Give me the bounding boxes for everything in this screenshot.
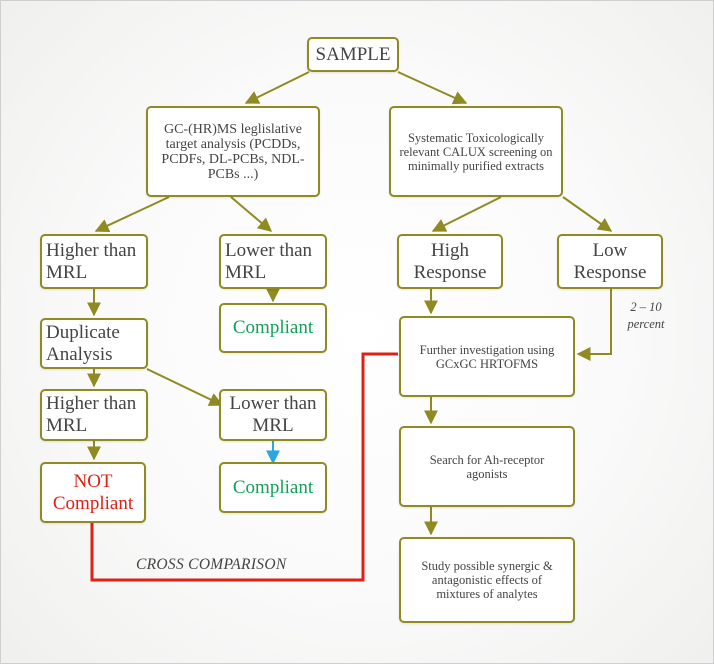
ah-receptor-search-node: Search for Ah-receptor agonists xyxy=(399,426,575,507)
low-response-label: Low Response xyxy=(573,239,647,283)
compliant-node-1: Compliant xyxy=(219,303,327,353)
higher-than-mrl-node-1: Higher than MRL xyxy=(40,234,148,289)
arrow-gcms-to-higher xyxy=(94,196,170,233)
cross-comparison-line xyxy=(90,352,398,582)
arrow-calux-to-high xyxy=(431,196,502,232)
further-investigation-node: Further investigation using GCxGC HRTOFM… xyxy=(399,316,575,397)
calux-node: Systematic Toxicologically relevant CALU… xyxy=(389,106,563,197)
duplicate-analysis-label: Duplicate Analysis xyxy=(46,321,120,365)
higher-than-mrl-label-2: Higher than MRL xyxy=(46,393,137,436)
sample-node: SAMPLE xyxy=(307,37,399,72)
gc-ms-node: GC-(HR)MS leglislative target analysis (… xyxy=(146,106,320,197)
low-response-node: Low Response xyxy=(557,234,663,289)
calux-label: Systematic Toxicologically relevant CALU… xyxy=(399,130,553,173)
arrow-gcms-to-lower xyxy=(230,196,273,232)
high-response-node: High Response xyxy=(397,234,503,289)
further-investigation-label: Further investigation using GCxGC HRTOFM… xyxy=(419,342,555,371)
lower-than-mrl-label-1: Lower than MRL xyxy=(225,239,313,283)
arrow-calux-to-low xyxy=(562,196,613,232)
lower-than-mrl-node-1: Lower than MRL xyxy=(219,234,327,289)
compliant-label-2: Compliant xyxy=(232,476,314,498)
arrow-sample-to-gcms xyxy=(244,71,310,104)
compliant-node-2: Compliant xyxy=(219,462,327,513)
not-compliant-node: NOT Compliant xyxy=(40,462,146,523)
study-effects-node: Study possible synergic & antagonistic e… xyxy=(399,537,575,623)
higher-than-mrl-node-2: Higher than MRL xyxy=(40,389,148,441)
lower-than-mrl-label-2: Lower than MRL xyxy=(229,393,317,436)
gc-ms-label: GC-(HR)MS leglislative target analysis (… xyxy=(161,121,305,182)
higher-than-mrl-label-1: Higher than MRL xyxy=(46,239,137,283)
study-effects-label: Study possible synergic & antagonistic e… xyxy=(421,559,553,601)
duplicate-analysis-node: Duplicate Analysis xyxy=(40,318,148,369)
arrow-sample-to-calux xyxy=(397,71,468,105)
lower-than-mrl-node-2: Lower than MRL xyxy=(219,389,327,441)
not-compliant-label: NOT Compliant xyxy=(52,470,134,514)
high-response-label: High Response xyxy=(413,239,487,283)
arrow-duplicate-to-lower2 xyxy=(146,368,224,406)
sample-label: SAMPLE xyxy=(315,43,391,65)
ah-receptor-search-label: Search for Ah-receptor agonists xyxy=(429,452,545,481)
arrow-low-to-further xyxy=(576,289,612,361)
compliant-label-1: Compliant xyxy=(232,317,314,338)
percent-label: 2 – 10 percent xyxy=(627,300,665,331)
cross-comparison-label: CROSS COMPARISON xyxy=(136,556,287,573)
